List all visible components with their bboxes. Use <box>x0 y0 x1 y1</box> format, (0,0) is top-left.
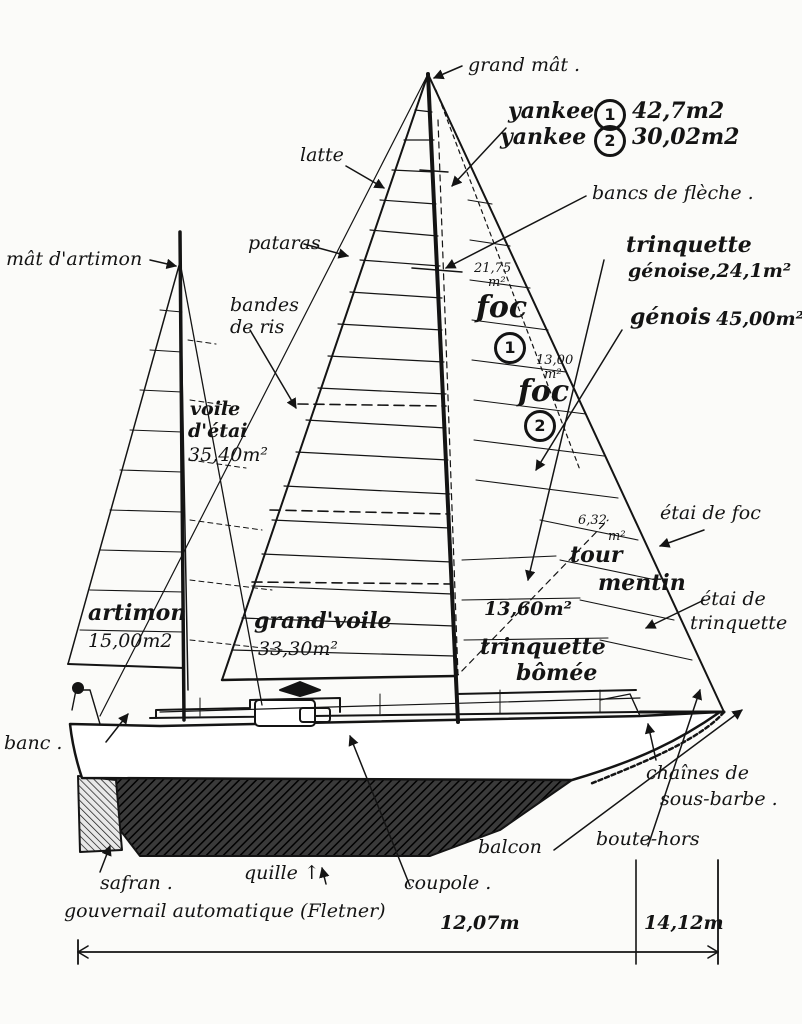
label-tour-area: 6,32 <box>578 513 607 528</box>
label-yankee-2-number: 2 <box>594 125 626 157</box>
label-gouvernail: gouvernail automatique (Fletner) <box>64 900 386 922</box>
label-etai-de-trinquette-1: étai de <box>700 588 766 610</box>
label-foc1-number: 1 <box>494 332 526 364</box>
label-trinquette-bomee-1: trinquette <box>480 634 606 660</box>
rudder <box>77 775 123 853</box>
label-grand-mat: grand mât . <box>468 54 581 76</box>
label-grand-voile: grand'voile <box>254 608 392 634</box>
label-coupole: coupole . <box>404 872 492 894</box>
hull <box>68 710 722 782</box>
label-mentin: mentin <box>598 570 686 596</box>
label-foc1: foc <box>476 290 528 325</box>
label-bancs-de-fleche: bancs de flèche . <box>592 182 754 204</box>
label-tour: tour <box>570 542 623 568</box>
label-safran: safran . <box>100 872 173 894</box>
label-dimension-bowsprit: 14,12m <box>644 912 724 934</box>
label-foc2: foc <box>518 374 570 409</box>
label-boute-hors: boute-hors <box>596 828 700 850</box>
label-etai-de-trinquette-2: trinquette <box>690 612 788 634</box>
label-trinquette-bomee-2: bômée <box>516 660 598 686</box>
label-pataras: pataras <box>248 232 321 254</box>
label-genoise: génoise,24,1m² <box>628 260 792 282</box>
label-detai: d'étai <box>188 420 248 442</box>
label-foc2-area: 13,00 <box>536 353 574 368</box>
label-voile-area: 35,40m² <box>188 444 269 466</box>
label-yankee-2-area: 30,02m2 <box>632 124 740 150</box>
label-latte: latte <box>300 144 344 166</box>
label-de-ris: de ris <box>230 316 285 338</box>
label-foc1-area: 21,75 <box>474 261 512 276</box>
label-etai-de-foc: étai de foc <box>660 502 761 524</box>
label-yankee-1: yankee <box>508 98 595 124</box>
label-banc: banc . <box>4 732 63 754</box>
label-foc1-unit: m² <box>488 275 506 290</box>
label-trinquette: trinquette <box>626 232 752 258</box>
label-artimon-area: 15,00m2 <box>88 630 173 652</box>
label-yankee-1-area: 42,7m2 <box>632 98 725 124</box>
label-foc2-unit: m² <box>544 367 562 382</box>
label-tour-unit: m² <box>608 529 626 544</box>
label-grand-voile-area: 33,30m² <box>258 638 339 660</box>
label-yankee-2: yankee <box>500 124 587 150</box>
label-genois: génois <box>630 304 711 330</box>
label-voile: voile <box>190 398 241 420</box>
label-chaines-1: chaînes de <box>646 762 749 784</box>
label-foc2-number: 2 <box>524 410 556 442</box>
label-dimension-hull: 12,07m <box>440 912 520 934</box>
label-genois-area: 45,00m² <box>716 308 802 330</box>
label-chaines-2: sous-barbe . <box>660 788 778 810</box>
label-balcon: balcon <box>478 836 542 858</box>
label-bandes: bandes <box>230 294 299 316</box>
label-trinquette-bomee-area: 13,60m² <box>484 598 572 620</box>
label-mat-artimon: mât d'artimon <box>6 248 143 270</box>
label-artimon: artimon <box>88 600 187 626</box>
main-mast <box>426 72 460 724</box>
label-quille: quille ↑ <box>244 862 320 884</box>
